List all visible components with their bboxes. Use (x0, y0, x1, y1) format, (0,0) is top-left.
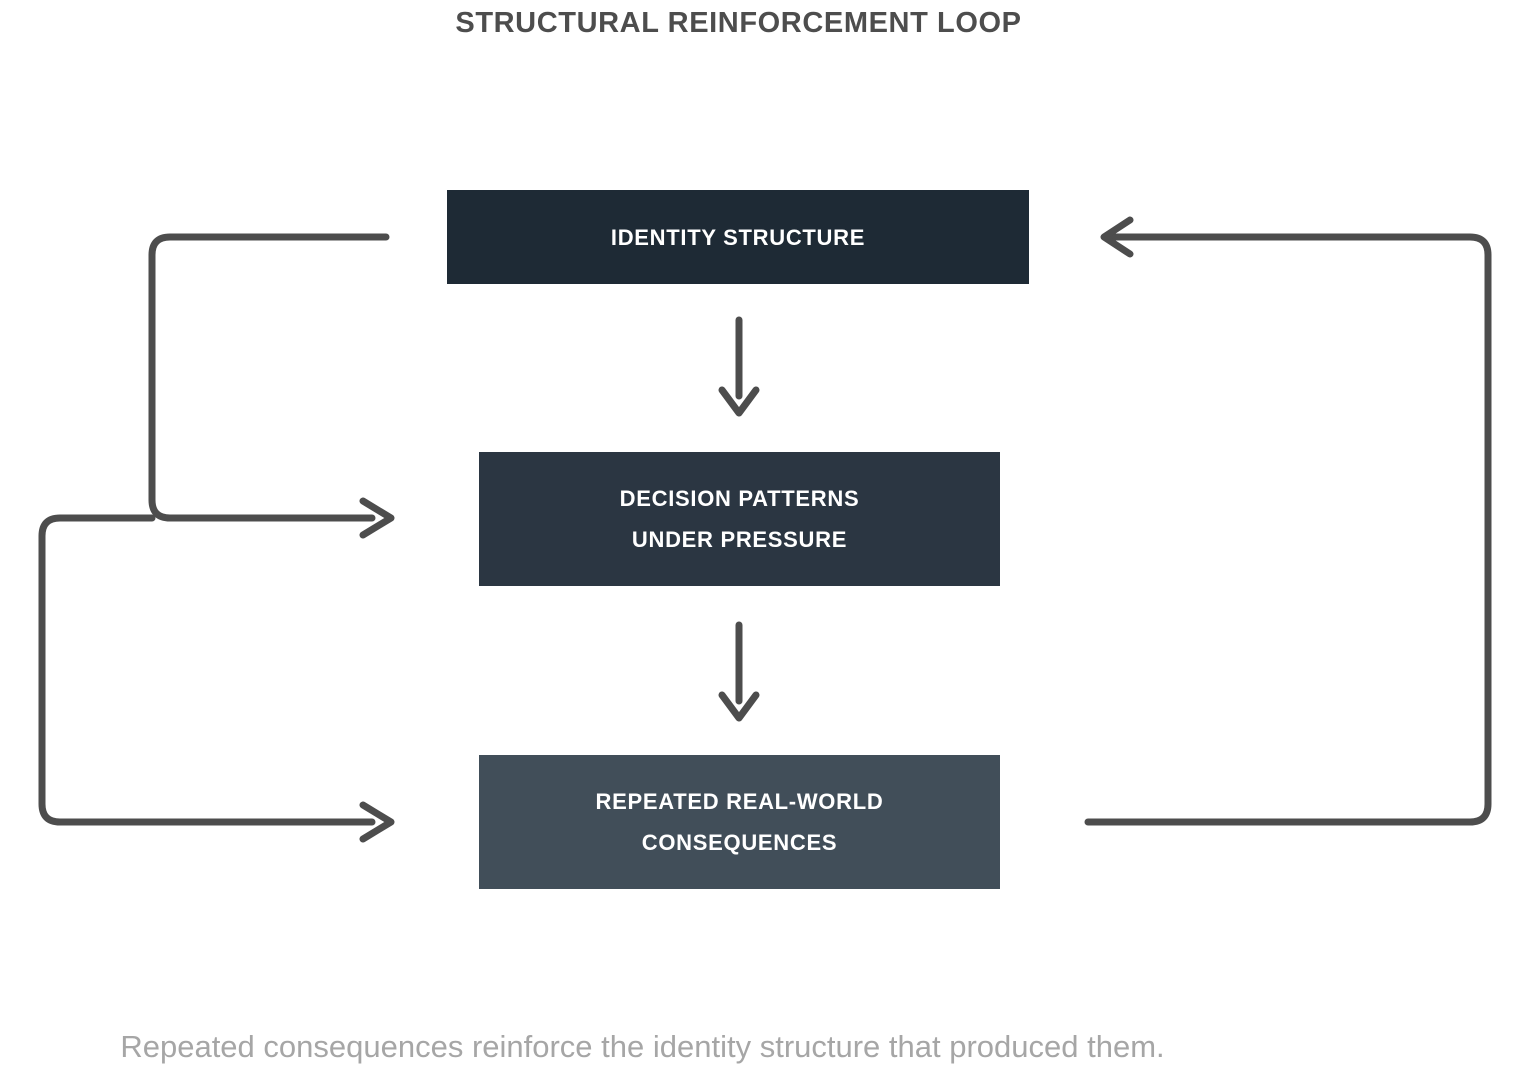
connector-identity-to-decision (718, 316, 760, 417)
node-identity-structure-label: IDENTITY STRUCTURE (610, 224, 866, 250)
connector-decision-to-consequences-feedback (38, 514, 395, 843)
connector-identity-to-decision-feedback (148, 233, 395, 539)
node-repeated-consequences-label: REPEATED REAL-WORLD CONSEQUENCES (595, 789, 884, 855)
diagram-caption: Repeated consequences reinforce the iden… (120, 1029, 1165, 1064)
connector-consequences-to-identity (1084, 216, 1492, 826)
node-repeated-consequences[interactable]: REPEATED REAL-WORLD CONSEQUENCES (479, 755, 1000, 889)
node-decision-patterns-label: DECISION PATTERNS UNDER PRESSURE (619, 486, 860, 552)
node-identity-structure[interactable]: IDENTITY STRUCTURE (447, 190, 1029, 284)
connector-decision-to-consequences (718, 621, 760, 722)
page-title: STRUCTURAL REINFORCEMENT LOOP (455, 7, 1022, 39)
node-decision-patterns[interactable]: DECISION PATTERNS UNDER PRESSURE (479, 452, 1000, 586)
